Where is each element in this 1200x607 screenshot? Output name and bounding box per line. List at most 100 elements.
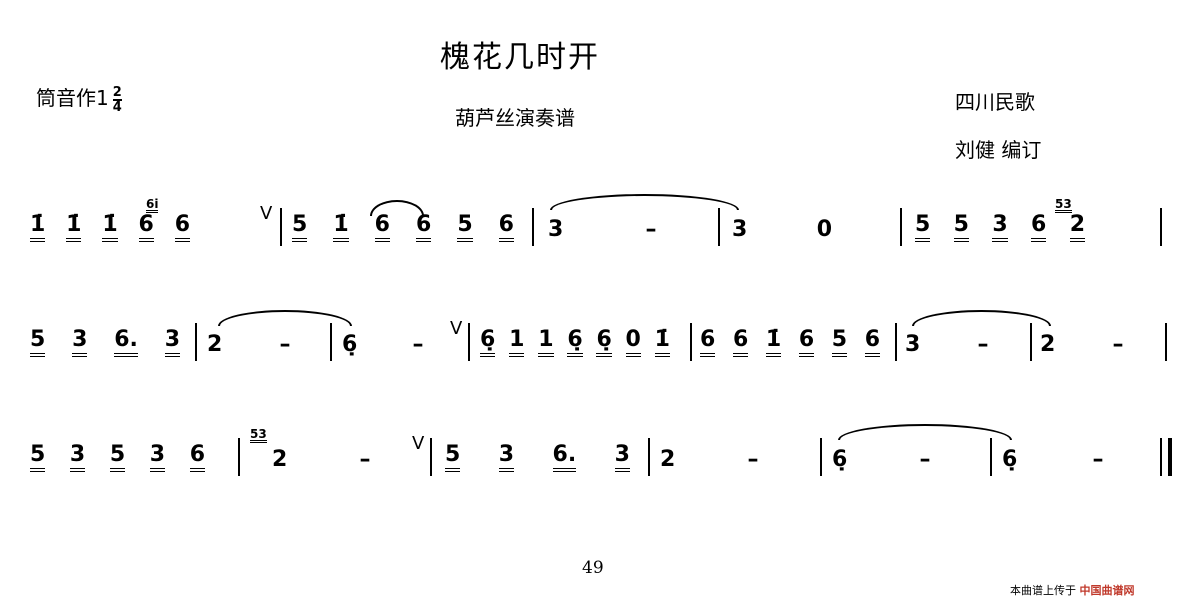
slur [550, 194, 739, 210]
measure: 6̣ – [1002, 442, 1105, 472]
song-origin: 四川民歌 [955, 90, 1035, 114]
note: 5 [109, 442, 126, 472]
note: 6̣ [567, 327, 583, 357]
note: – [359, 447, 371, 472]
slur [912, 310, 1051, 326]
bar-line [1160, 208, 1162, 246]
note: 6 [138, 212, 154, 242]
note: 0 [816, 217, 832, 242]
bar-line [532, 208, 534, 246]
note: 1̇ [66, 212, 82, 242]
note: 1̇ [30, 212, 46, 242]
bar-line [648, 438, 650, 476]
note: 5 [445, 442, 461, 472]
key-label: 筒音作1 [36, 86, 109, 110]
bar-line [690, 323, 692, 361]
measure: 2– [1040, 327, 1125, 357]
bar-line [900, 208, 902, 246]
note: – [645, 217, 657, 242]
note: 6. [114, 327, 138, 357]
note: 6. [552, 442, 577, 472]
time-numerator: 2 [112, 84, 122, 101]
note: 3 [72, 327, 88, 357]
note: – [977, 332, 989, 357]
note: – [747, 447, 759, 472]
note: 3 [905, 332, 921, 357]
bar-line [280, 208, 282, 246]
bar-line [1030, 323, 1032, 361]
note: 2 [660, 447, 676, 472]
brand-logo: 中国曲谱网 [1079, 584, 1135, 597]
note: – [1092, 447, 1104, 472]
slur [218, 310, 352, 326]
grace-note: 53 [250, 427, 267, 443]
note: 6̣ [480, 327, 496, 357]
note: 3 [614, 442, 630, 472]
score-title: 槐花几时开 [440, 40, 600, 75]
note: 1̇ [333, 212, 349, 242]
slur [838, 424, 1012, 440]
note: 3 [69, 442, 86, 472]
bar-line [330, 323, 332, 361]
time-denominator: 4 [112, 99, 122, 115]
measure: 2– [272, 442, 372, 472]
note: 6 [374, 212, 390, 242]
note: 1̇ [102, 212, 118, 242]
note: 6 [700, 327, 716, 357]
note: 1̇ [765, 327, 782, 357]
editor-credit: 刘健 编订 [955, 138, 1042, 162]
page-number: 49 [582, 558, 604, 578]
measure: 3– [548, 212, 658, 242]
note: 6 [1031, 212, 1047, 242]
note: 6̣ [1002, 447, 1018, 472]
note: 5 [831, 327, 848, 357]
breath-mark: V [450, 318, 463, 339]
measure: 2– [660, 442, 760, 472]
note: 6 [798, 327, 815, 357]
note: 5 [30, 327, 46, 357]
measure: 3– [905, 327, 990, 357]
measure: 6̣– [342, 327, 425, 357]
note: 5 [915, 212, 931, 242]
bar-line [1160, 438, 1162, 476]
note: 6 [174, 212, 190, 242]
note: 6 [189, 442, 205, 472]
footer-credit: 本曲谱上传于 中国曲谱网 [1010, 582, 1135, 598]
bar-line [820, 438, 822, 476]
note: 6̣ [596, 327, 612, 357]
note: 3 [149, 442, 166, 472]
note: 1 [538, 327, 554, 357]
note: 5 [292, 212, 308, 242]
bar-line [468, 323, 470, 361]
bar-line [238, 438, 240, 476]
note: 3 [164, 327, 180, 357]
note: – [279, 332, 291, 357]
breath-mark: V [412, 433, 425, 454]
score-subtitle: 葫芦丝演奏谱 [455, 106, 575, 130]
measure: 6̣– [832, 442, 932, 472]
note: 2 [272, 447, 288, 472]
bar-line [1165, 323, 1167, 361]
note: 1̇ [654, 327, 670, 357]
footer-text: 本曲谱上传于 [1010, 584, 1076, 597]
bar-line [1168, 438, 1172, 476]
note: 6 [415, 212, 432, 242]
note: 0 [625, 327, 641, 357]
note: 5 [953, 212, 969, 242]
breath-mark: V [260, 203, 273, 224]
grace-note: 53 [1055, 197, 1072, 213]
slur [370, 200, 424, 216]
bar-line [990, 438, 992, 476]
measure: 2– [207, 327, 292, 357]
note: 5 [457, 212, 473, 242]
